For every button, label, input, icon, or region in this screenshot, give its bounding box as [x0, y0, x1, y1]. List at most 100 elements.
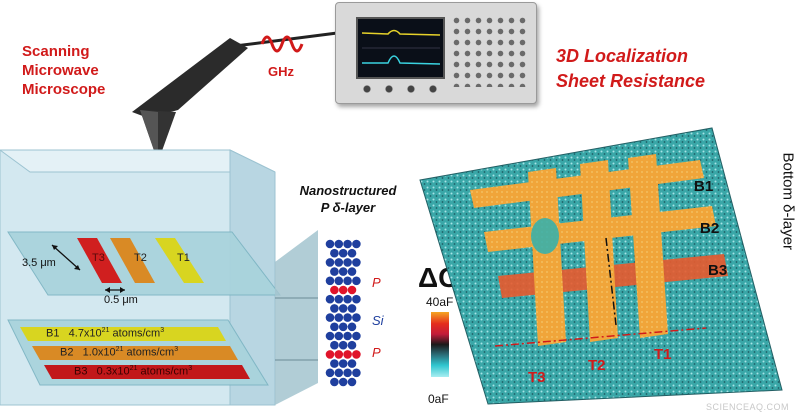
silicon-atom: [338, 322, 348, 332]
silicon-atom: [334, 294, 344, 304]
scan-defect: [531, 218, 559, 254]
silicon-atom: [330, 340, 339, 350]
strip-b3-name: B3: [74, 365, 88, 378]
strip-b2-density: 1.0x10: [82, 346, 116, 359]
phosphorus-atom: [325, 350, 335, 359]
phosphorus-atom: [343, 350, 352, 359]
colorbar-max: 40aF: [426, 295, 454, 309]
strip-b2-unit: atoms/cm: [126, 346, 175, 359]
scan-cut-line-vertical: [605, 237, 617, 326]
strip-b3-density: 0.3x10: [96, 365, 130, 378]
analysis-title-line1: 3D Localization: [556, 46, 689, 66]
silicon-atom: [325, 313, 335, 322]
strip-t1: [155, 238, 204, 283]
scan-label-b1: B1: [694, 178, 714, 195]
scan-side-label: Bottom δ-layer: [779, 152, 797, 251]
layer-title: Nanostructured P δ-layer: [288, 182, 408, 216]
strip-b1: [20, 327, 226, 341]
silicon-atom: [338, 267, 348, 276]
silicon-atom: [330, 359, 339, 368]
strip-b2-exp: 21: [115, 346, 124, 353]
silicon-atom: [347, 267, 357, 276]
silicon-atom: [343, 239, 352, 249]
scan-label-t2: T2: [588, 357, 606, 374]
silicon-atom: [343, 331, 352, 341]
scan-label-t1: T1: [654, 346, 672, 363]
silicon-atom: [338, 377, 348, 387]
silicon-atom: [330, 304, 339, 313]
silicon-atom: [330, 267, 339, 276]
strip-b3-unit-exp: 3: [188, 365, 193, 372]
silicon-atom: [352, 331, 361, 341]
silicon-atom: [343, 258, 352, 267]
silicon-atom: [352, 313, 361, 322]
colorbar-min: 0aF: [428, 392, 449, 406]
strip-b1-unit-exp: 3: [160, 327, 165, 334]
length-arrow: [51, 244, 81, 271]
colorbar: [431, 312, 449, 377]
phosphorus-atom: [352, 350, 361, 359]
dim-length-label: 3.5 μm: [22, 257, 56, 269]
strip-t3-label: T3: [92, 252, 105, 264]
silicon-atom: [330, 377, 339, 387]
analyzer-keypad: [451, 15, 529, 87]
phosphorus-atom: [330, 285, 339, 295]
strip-b3-exp: 21: [129, 365, 138, 372]
silicon-atom: [325, 239, 335, 249]
dim-width-label: 0.5 μm: [104, 294, 138, 306]
atom-stack: [325, 239, 361, 387]
silicon-atom: [334, 313, 344, 322]
strip-b1-name: B1: [46, 327, 60, 340]
silicon-atom: [325, 276, 335, 286]
strip-b2-name: B2: [60, 346, 74, 359]
ghz-label: GHz: [268, 64, 294, 79]
analysis-title: 3D Localization Sheet Resistance: [556, 44, 705, 94]
strip-b1-exp: 21: [101, 327, 110, 334]
silicon-atom: [347, 377, 357, 387]
analyzer-screen: [356, 17, 445, 79]
silicon-atom: [352, 276, 361, 286]
silicon-atom: [325, 294, 335, 304]
silicon-atom: [338, 248, 348, 258]
strip-b2: [32, 346, 238, 360]
silicon-atom: [325, 258, 335, 267]
silicon-atom: [352, 258, 361, 267]
microscope-title: Scanning Microwave Microscope: [22, 42, 105, 99]
scan-strip-t1: [628, 154, 668, 338]
strip-t1-label: T1: [177, 252, 190, 264]
scan-label-b3: B3: [708, 262, 728, 279]
analysis-title-line2: Sheet Resistance: [556, 71, 706, 91]
phosphorus-atom: [334, 350, 344, 359]
silicon-atom: [338, 340, 348, 350]
phosphorus-atom: [347, 285, 357, 295]
p-label-bottom: P: [372, 345, 381, 360]
layer-title-line2: P δ-layer: [320, 200, 376, 215]
silicon-atom: [347, 322, 357, 332]
silicon-atom: [347, 340, 357, 350]
microscope-title-line1: Scanning: [22, 43, 90, 60]
silicon-atom: [347, 248, 357, 258]
strip-b2-unit-exp: 3: [174, 346, 179, 353]
silicon-atom: [343, 313, 352, 322]
silicon-atom: [334, 258, 344, 267]
strip-t2: [110, 238, 155, 283]
strip-b3-label: B3 0.3x1021 atoms/cm3: [74, 365, 192, 378]
strip-b3-unit: atoms/cm: [140, 365, 189, 378]
watermark: SCIENCEAQ.COM: [706, 402, 790, 412]
analyzer-ports: [356, 83, 446, 95]
silicon-atom: [338, 304, 348, 313]
scan-strip-t2: [580, 160, 618, 342]
silicon-atom: [352, 294, 361, 304]
projection-plane: [275, 230, 318, 405]
strip-b1-label: B1 4.7x1021 atoms/cm3: [46, 327, 164, 340]
phosphorus-atom: [338, 285, 348, 295]
strip-b1-unit: atoms/cm: [112, 327, 161, 340]
silicon-atom: [334, 368, 344, 378]
silicon-atom: [343, 276, 352, 286]
silicon-atom: [352, 368, 361, 378]
microwave-wave-icon: [260, 35, 304, 53]
strip-b3: [44, 365, 250, 379]
